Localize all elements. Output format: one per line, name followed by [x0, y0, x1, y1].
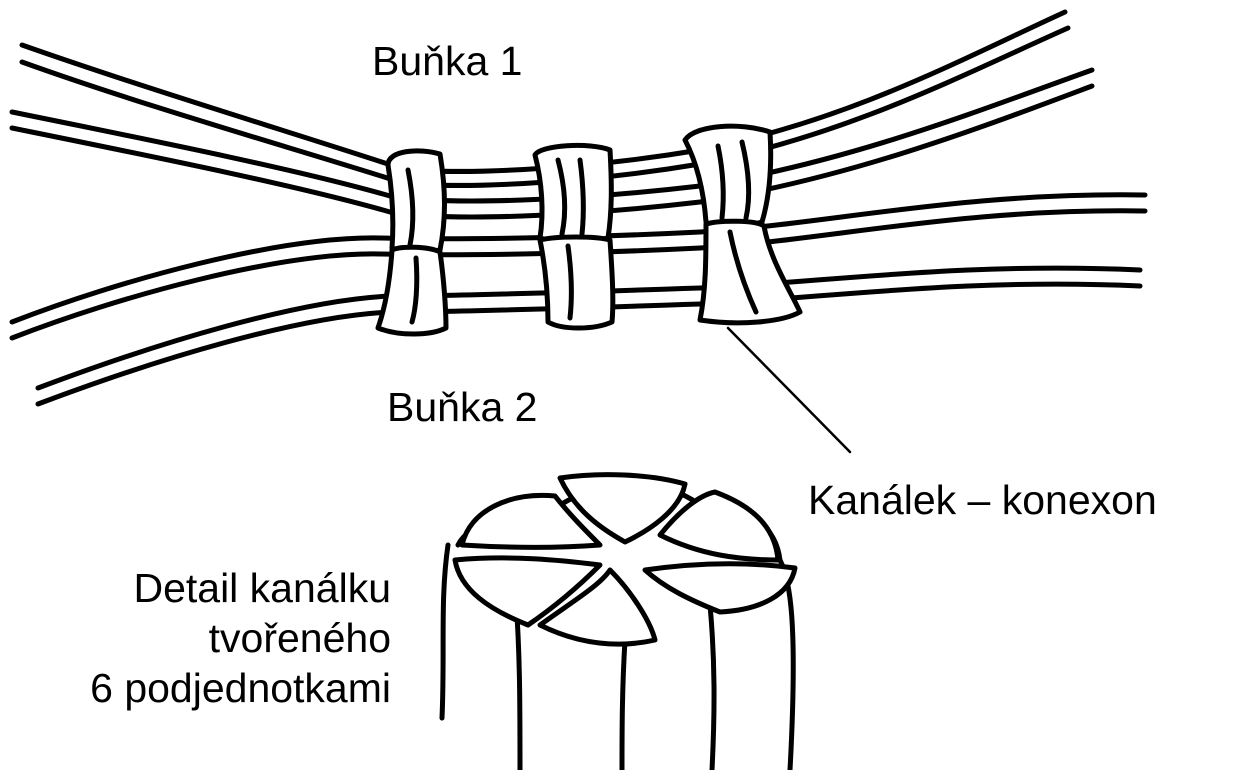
connexon-channel-2 — [535, 145, 613, 328]
label-detail-line-3: 6 podjednotkami — [90, 663, 391, 713]
label-cell-1: Buňka 1 — [372, 37, 522, 85]
label-channel-detail: Detail kanálku tvořeného 6 podjednotkami — [90, 563, 391, 713]
label-channel-connexon: Kanálek – konexon — [808, 476, 1157, 524]
channel-pointer-line — [728, 328, 850, 452]
connexon-channel-1 — [378, 151, 446, 334]
label-cell-2: Buňka 2 — [387, 383, 537, 431]
channel-detail — [442, 475, 795, 770]
label-detail-line-1: Detail kanálku — [90, 563, 391, 613]
label-detail-line-2: tvořeného — [90, 613, 391, 663]
